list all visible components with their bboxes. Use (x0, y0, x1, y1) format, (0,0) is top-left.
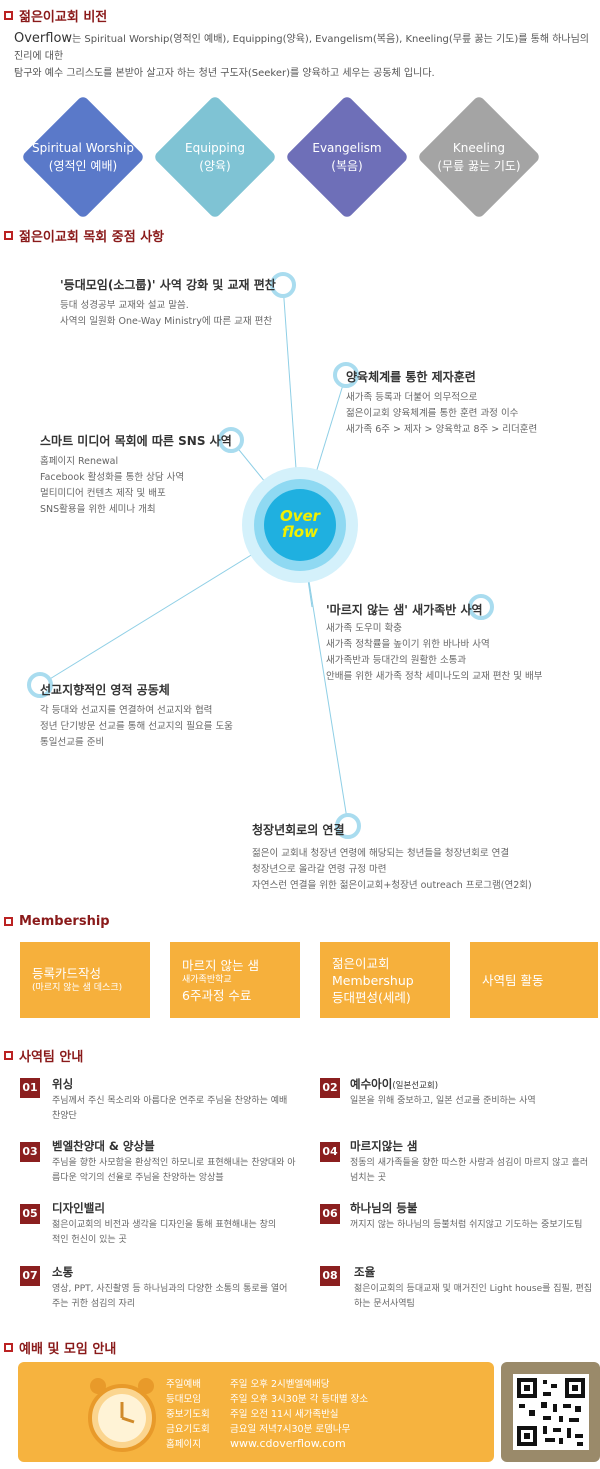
team-desc: 주님께서 주신 목소리와 아름다운 연주로 주님을 찬양하는 예배찬양단 (52, 1096, 288, 1121)
homepage-link[interactable]: www.cdoverflow.com (230, 1437, 346, 1450)
diamond-label-en: Equipping (185, 141, 245, 155)
worship-section-title: 예배 및 모임 안내 (4, 1338, 116, 1357)
diamond-kneeling: Kneeling (무릎 꿇는 기도) (416, 94, 542, 220)
team-desc: 젊은이교회의 비전과 생각을 디자인을 통해 표현해내는 창의적인 헌신이 있는… (52, 1220, 277, 1245)
team-name: 하나님의 등불 (350, 1201, 418, 1215)
node-title-1: '등대모임(소그룹)' 사역 강화 및 교재 편찬 (60, 278, 276, 292)
diamond-label-ko: (영적인 예배) (48, 159, 118, 173)
square-bullet-icon (4, 1051, 13, 1060)
membership-step-2: 마르지 않는 샘 새가족반학교 6주과정 수료 (170, 942, 300, 1018)
team-desc: 주님을 향한 사모함을 환상적인 하모니로 표현해내는 찬양대와 아름다운 악기… (52, 1158, 296, 1183)
diamond-label-ko: (무릎 꿇는 기도) (437, 159, 521, 173)
focus-title: 젊은이교회 목회 중점 사항 (19, 230, 165, 245)
teams-title: 사역팀 안내 (19, 1050, 84, 1065)
qr-code-icon[interactable] (513, 1374, 589, 1450)
diamond-label-en: Spiritual Worship (32, 141, 134, 155)
node-title-4: '마르지 않는 샘' 새가족반 사역 (326, 603, 483, 617)
team-number: 08 (320, 1266, 340, 1286)
membership-step-4: 사역팀 활동 (470, 942, 598, 1018)
node-title-5: 선교지향적인 영적 공동체 (40, 683, 170, 697)
diamond-label-ko: (양육) (199, 159, 231, 173)
membership-section-title: Membership (4, 914, 110, 929)
team-number: 02 (320, 1078, 340, 1098)
team-name: 마르지않는 샘 (350, 1139, 418, 1153)
focus-section-title: 젊은이교회 목회 중점 사항 (4, 226, 164, 245)
vision-description: Overflow는 Spiritual Worship(영적인 예배), Equ… (14, 30, 594, 82)
diamond-equipping: Equipping (양육) (152, 94, 278, 220)
diamond-label-en: Kneeling (452, 141, 506, 155)
team-number: 06 (320, 1204, 340, 1224)
team-desc: 젊은이교회의 등대교재 및 매거진인 Light house를 집필, 편집하는… (354, 1284, 593, 1309)
node-marker (27, 672, 53, 698)
team-name: 벧엘찬양대 & 양상블 (52, 1139, 155, 1153)
team-name: 위싱 (52, 1077, 74, 1091)
node-marker (270, 272, 296, 298)
membership-step-3: 젊은이교회 Membershup 등대편성(세례) (320, 942, 450, 1018)
vision-desc-line2: 탐구와 예수 그리스도를 본받아 살고자 하는 청년 구도자(Seeker)를 … (14, 68, 435, 79)
square-bullet-icon (4, 917, 13, 926)
team-desc: 꺼지지 않는 하나님의 등불처럼 쉬지않고 기도하는 중보기도팀 (350, 1220, 583, 1230)
focus-connector-lines (39, 284, 358, 826)
vision-desc-line1: 는 Spiritual Worship(영적인 예배), Equipping(양… (14, 34, 590, 62)
node-marker (335, 813, 361, 839)
node-marker (333, 362, 359, 388)
node-title-6: 청장년회로의 연결 (252, 823, 345, 837)
team-name: 소통 (52, 1265, 74, 1279)
membership-title: Membership (19, 914, 110, 929)
square-bullet-icon (4, 1343, 13, 1352)
team-desc: 정동의 새가족들을 향한 따스한 사랑과 섬김이 마르지 않고 흘러 넘치는 곳 (350, 1158, 589, 1183)
node-title-3: 스마트 미디어 목회에 따른 SNS 사역 (40, 434, 232, 448)
team-name: 조율 (354, 1265, 376, 1279)
diamond-evangelism: Evangelism (복음) (284, 94, 410, 220)
brand-name: Overflow (14, 31, 73, 46)
diamond-spiritual-worship: Spiritual Worship (영적인 예배) (20, 94, 146, 220)
node-lines-1: 등대 성경공부 교재와 설교 말씀.사역의 일원화 One-Way Minist… (60, 300, 273, 327)
membership-step-1: 등록카드작성 (마르지 않는 샘 데스크) (20, 942, 150, 1018)
node-marker (468, 594, 494, 620)
team-number: 07 (20, 1266, 40, 1286)
vision-section-title: 젊은이교회 비전 (4, 6, 107, 25)
overflow-logo: Over flow (279, 507, 321, 541)
worship-title: 예배 및 모임 안내 (19, 1342, 117, 1357)
square-bullet-icon (4, 11, 13, 20)
team-desc: 일본을 위해 중보하고, 일본 선교를 준비하는 사역 (350, 1096, 536, 1106)
team-desc: 영상, PPT, 사진촬영 등 하나님과의 다양한 소통의 통로를 열어주는 귀… (52, 1284, 288, 1309)
team-number: 03 (20, 1142, 40, 1162)
team-number: 05 (20, 1204, 40, 1224)
qr-code-panel (501, 1362, 600, 1462)
alarm-clock-icon (88, 1378, 156, 1452)
team-name: 예수아이(일본선교회) (350, 1077, 439, 1091)
node-marker (218, 427, 244, 453)
team-number: 01 (20, 1078, 40, 1098)
vision-title: 젊은이교회 비전 (19, 10, 108, 25)
node-title-2: 양육체계를 통한 제자훈련 (346, 370, 476, 384)
diamond-label-en: Evangelism (312, 141, 382, 155)
square-bullet-icon (4, 231, 13, 240)
diamond-label-ko: (복음) (331, 159, 363, 173)
worship-info-panel (18, 1362, 494, 1462)
team-name: 디자인밸리 (52, 1201, 105, 1215)
teams-section-title: 사역팀 안내 (4, 1046, 83, 1065)
team-number: 04 (320, 1142, 340, 1162)
